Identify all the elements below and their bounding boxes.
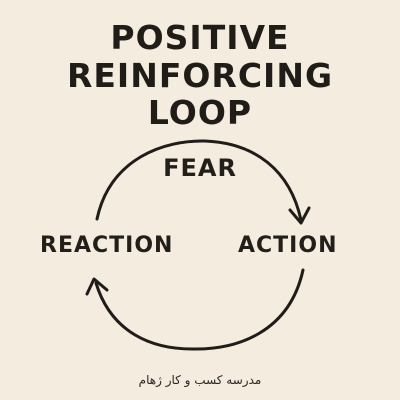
top-arrowhead [288, 206, 311, 225]
node-fear: FEAR [163, 154, 237, 182]
node-action: ACTION [238, 233, 338, 258]
title-line-2: REINFORCING [66, 56, 334, 95]
title-line-3: LOOP [147, 93, 253, 132]
bottom-arc [94, 268, 305, 351]
title-line-1: POSITIVE [110, 18, 290, 57]
bottom-arrowhead [85, 277, 109, 296]
node-reaction: REACTION [40, 233, 174, 258]
footer-caption: مدرسه کسب و کار ژهام [138, 373, 262, 387]
top-arc [95, 139, 303, 222]
